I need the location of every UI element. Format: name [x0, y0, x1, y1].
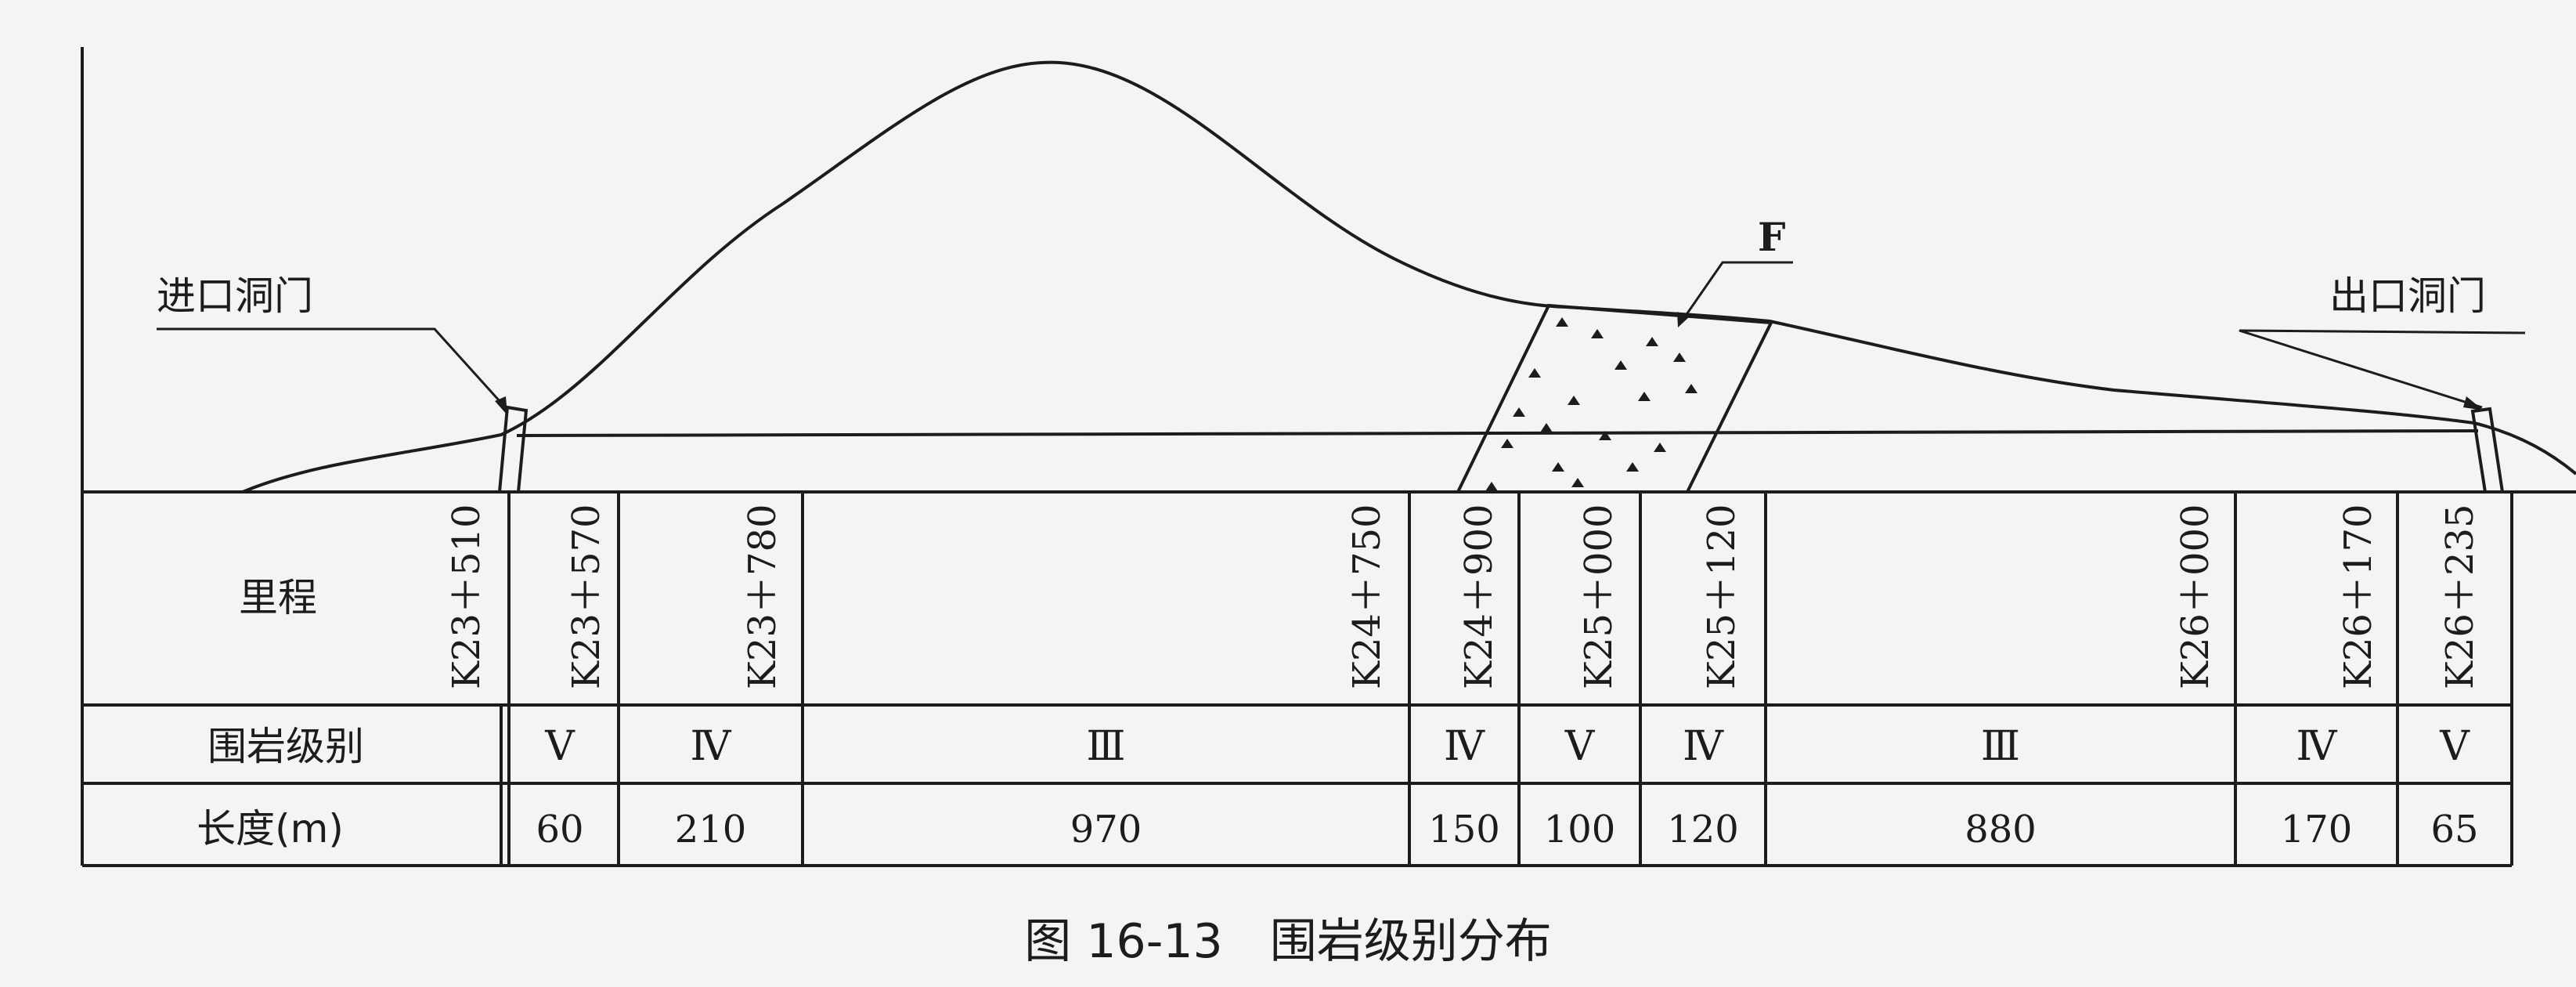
grade-cell: Ⅳ: [1444, 723, 1485, 770]
fault-arrow-icon: [1677, 312, 1690, 327]
grade-cell: Ⅳ: [2296, 723, 2338, 770]
grade-cell: Ⅴ: [2439, 723, 2470, 770]
grade-cell: Ⅳ: [691, 723, 732, 770]
length-labels: 60 210 970 150 100 120 880 170 65: [536, 808, 2478, 851]
exit-label: 出口洞门: [2329, 273, 2486, 319]
station-label: K25＋000: [1577, 504, 1621, 689]
exit-arrow-icon: [2463, 396, 2484, 410]
length-cell: 65: [2430, 808, 2478, 851]
station-label: K23＋570: [565, 504, 608, 689]
entrance-label: 进口洞门: [157, 273, 313, 319]
grade-cell: Ⅲ: [1981, 723, 2020, 770]
length-cell: 150: [1428, 808, 1500, 851]
terrain-profile: [242, 60, 2576, 494]
breccia-mark: [1646, 337, 1658, 346]
row-header-length: 长度(m): [197, 806, 344, 851]
station-label: K26＋170: [2336, 504, 2380, 689]
length-cell: 120: [1667, 808, 1739, 851]
length-cell: 970: [1070, 808, 1142, 851]
station-label: K25＋120: [1700, 504, 1744, 689]
station-label: K26＋235: [2438, 504, 2482, 689]
entrance-arrow-icon: [495, 396, 507, 415]
breccia-mark: [1485, 482, 1498, 491]
breccia-mark: [1568, 396, 1580, 405]
breccia-mark: [1626, 462, 1639, 472]
breccia-mark: [1615, 360, 1627, 370]
grade-cell: Ⅴ: [1564, 723, 1596, 770]
breccia-mark: [1685, 384, 1697, 393]
grade-cell: Ⅳ: [1683, 723, 1724, 770]
breccia-mark: [1571, 478, 1584, 487]
breccia-mark: [1540, 423, 1553, 432]
exit-portal: [2470, 407, 2505, 494]
breccia-mark: [1673, 352, 1686, 362]
breccia-mark: [1513, 407, 1525, 417]
fault-zone: [1455, 303, 1774, 494]
info-table: 里程 围岩级别 长度(m) K23＋510 K23＋570 K23＋780 K24＋7…: [82, 492, 2513, 867]
row-header-grade: 围岩级别: [207, 724, 364, 769]
station-label: K23＋780: [741, 504, 785, 689]
station-dividers: [500, 492, 2399, 866]
station-labels: K23＋510 K23＋570 K23＋780 K24＋750 K24＋900 K25＋0…: [445, 504, 2482, 689]
station-label: K24＋750: [1345, 504, 1389, 689]
breccia-mark: [1556, 317, 1568, 327]
length-cell: 100: [1544, 808, 1616, 851]
length-cell: 880: [1964, 808, 2037, 851]
length-cell: 170: [2281, 808, 2353, 851]
row-header-station: 里程: [239, 575, 317, 620]
breccia-mark: [1599, 431, 1611, 440]
figure-caption: 图 16-13 围岩级别分布: [1024, 914, 1551, 969]
station-label: K24＋900: [1457, 504, 1501, 689]
entrance-portal: [497, 405, 529, 494]
station-label: K26＋000: [2174, 504, 2217, 689]
breccia-mark: [1638, 392, 1651, 401]
breccia-mark: [1501, 439, 1513, 448]
length-cell: 210: [675, 808, 747, 851]
fault-breccia-marks: [1485, 317, 1697, 491]
entrance-leader-line: [157, 327, 509, 411]
grade-cell: Ⅴ: [544, 723, 575, 770]
tunnel-crown-line: [516, 429, 2479, 437]
breccia-mark: [1654, 443, 1666, 452]
breccia-mark: [1528, 368, 1541, 378]
station-label: K23＋510: [445, 504, 489, 689]
exit-leader-line: [2239, 329, 2526, 409]
length-cell: 60: [536, 808, 583, 851]
breccia-mark: [1552, 462, 1564, 472]
breccia-mark: [1591, 329, 1604, 338]
grade-labels: Ⅴ Ⅳ Ⅲ Ⅳ Ⅴ Ⅳ Ⅲ Ⅳ Ⅴ: [544, 723, 2470, 770]
fault-label: F: [1758, 214, 1786, 260]
fault-leader-line: [1680, 261, 1793, 322]
grade-cell: Ⅲ: [1086, 723, 1125, 770]
